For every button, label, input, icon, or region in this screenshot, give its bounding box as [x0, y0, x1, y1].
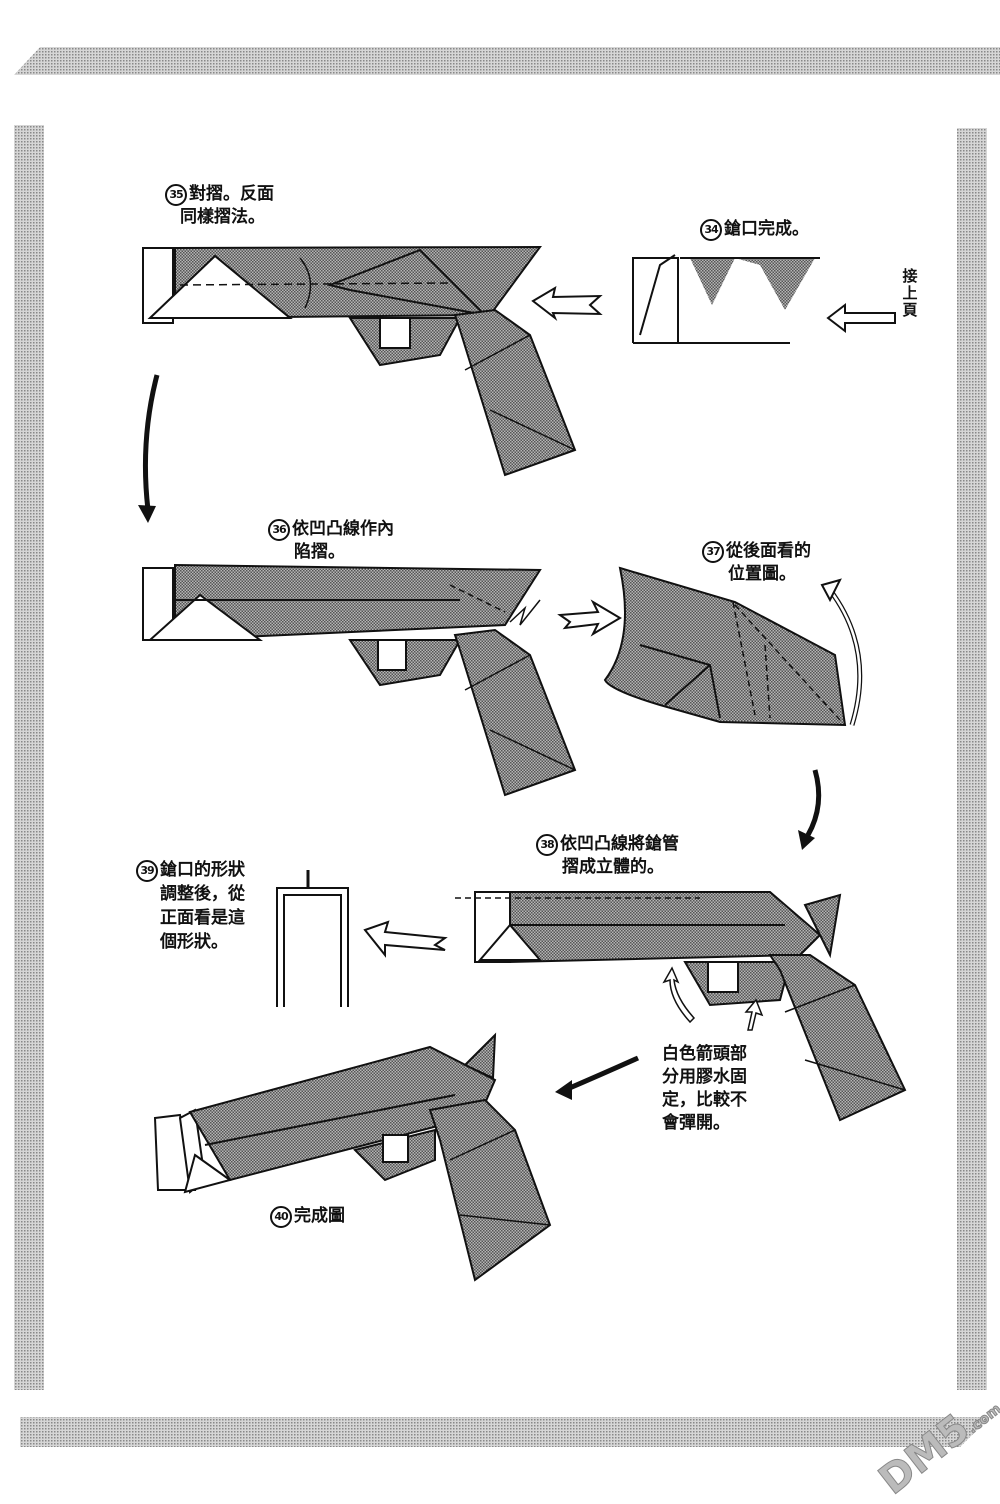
step-text: 對摺。反面 — [189, 184, 274, 204]
step37-diagram — [603, 566, 847, 727]
down-left-arrow-icon — [555, 1055, 640, 1100]
continue-arrow-icon — [826, 302, 896, 334]
step-number: 35 — [165, 184, 187, 206]
right-arrow-icon — [557, 599, 622, 637]
step39-diagram — [276, 870, 349, 1007]
step-text: 調整後，從 — [160, 884, 245, 904]
step-text: 從後面看的 — [726, 541, 811, 561]
step38-diagram — [455, 891, 907, 1122]
down-curve-arrow-icon-2 — [798, 769, 822, 850]
step-text: 同樣摺法。 — [180, 207, 265, 227]
down-curve-arrow-icon — [138, 374, 160, 523]
glue-arrow-icon — [662, 966, 764, 1031]
step-text: 摺成立體的。 — [562, 857, 664, 877]
page-frame — [14, 47, 1000, 1447]
step-number: 34 — [700, 219, 722, 241]
glue-note: 白色箭頭部 分用膠水固 定，比較不 會彈開。 — [662, 1043, 747, 1135]
note-char: 頁 — [902, 301, 918, 319]
step-text: 依凹凸線作內 — [292, 519, 394, 539]
step36-diagram — [142, 563, 577, 797]
step34-diagram — [632, 254, 820, 344]
step-text: 依凹凸線將鎗管 — [560, 834, 679, 854]
up-curve-arrow-icon — [820, 578, 863, 726]
step-text: 位置圖。 — [728, 564, 796, 584]
note-line: 會彈開。 — [662, 1113, 730, 1133]
note-line: 白色箭頭部 — [662, 1044, 747, 1064]
step-number: 36 — [268, 519, 290, 541]
step-text: 鎗口的形狀 — [160, 860, 245, 880]
step-text: 陷摺。 — [294, 542, 345, 562]
step-number: 37 — [702, 541, 724, 563]
note-char: 接 — [902, 267, 918, 285]
note-char: 上 — [902, 284, 918, 302]
step35-diagram — [142, 245, 577, 477]
left-arrow-icon — [531, 285, 603, 322]
left-arrow-icon-2 — [363, 920, 448, 958]
step-text: 個形狀。 — [160, 932, 228, 952]
step40-diagram — [153, 1032, 552, 1282]
continued-from-previous-page-note: 接 上 頁 — [902, 268, 918, 319]
step-number: 39 — [136, 860, 158, 882]
step-number: 40 — [270, 1206, 292, 1228]
step-text: 完成圖 — [294, 1206, 345, 1226]
note-line: 定，比較不 — [662, 1090, 747, 1110]
step-text: 正面看是這 — [160, 908, 245, 928]
step-text: 鎗口完成。 — [724, 219, 809, 239]
note-line: 分用膠水固 — [662, 1067, 747, 1087]
step-number: 38 — [536, 834, 558, 856]
